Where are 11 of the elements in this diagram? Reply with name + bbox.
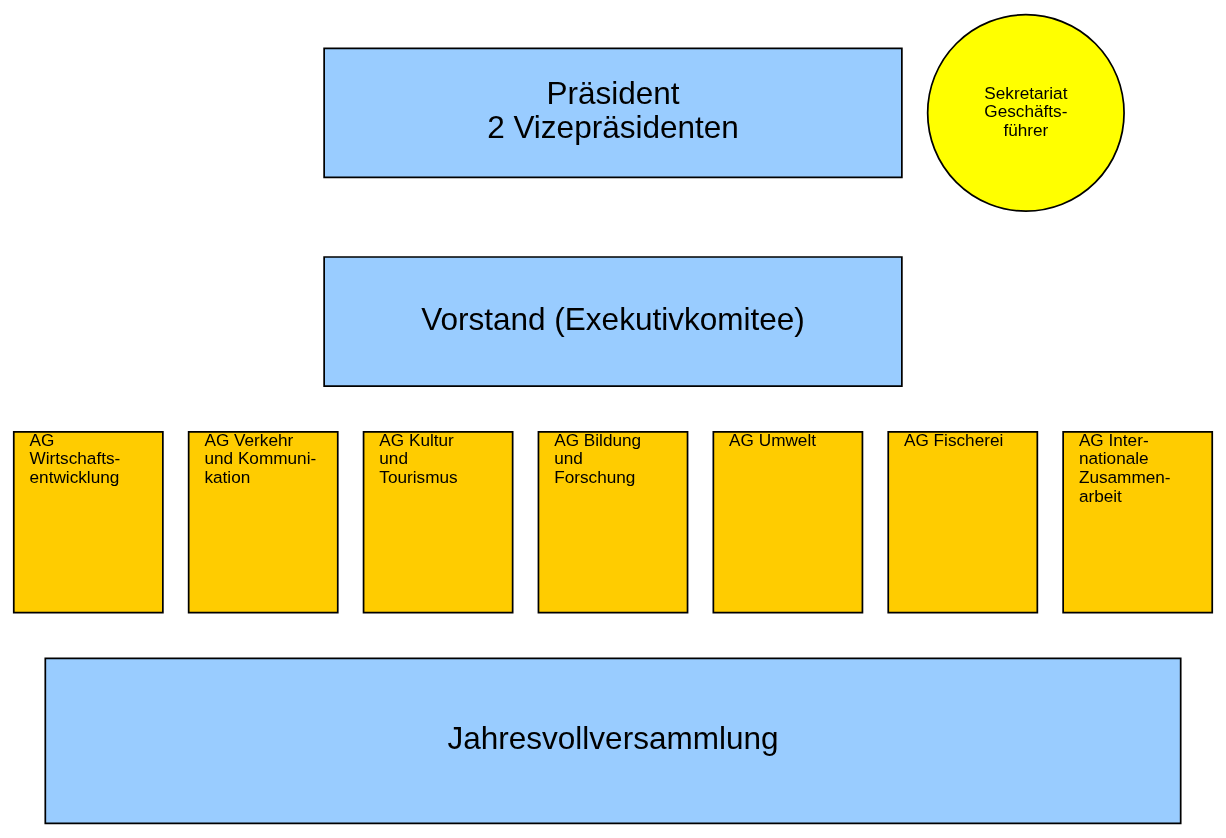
node-box: Jahresvollversammlung	[44, 657, 1182, 825]
node-circle: Sekretariat Geschäfts- führer	[926, 13, 1125, 212]
node-box: AG Bildung und Forschung	[537, 431, 689, 614]
node-box: AG Kultur und Tourismus	[362, 431, 514, 614]
node-box: AG Verkehr und Kommuni- kation	[187, 431, 339, 614]
node-box: AG Wirtschafts- entwicklung	[12, 431, 164, 614]
node-box: AG Fischerei	[887, 431, 1039, 614]
node-box: Vorstand (Exekutivkomitee)	[323, 256, 903, 387]
node-box: AG Umwelt	[712, 431, 864, 614]
node-box: AG Inter- nationale Zusammen- arbeit	[1062, 431, 1214, 614]
node-box: Präsident 2 Vizepräsidenten	[323, 47, 903, 179]
